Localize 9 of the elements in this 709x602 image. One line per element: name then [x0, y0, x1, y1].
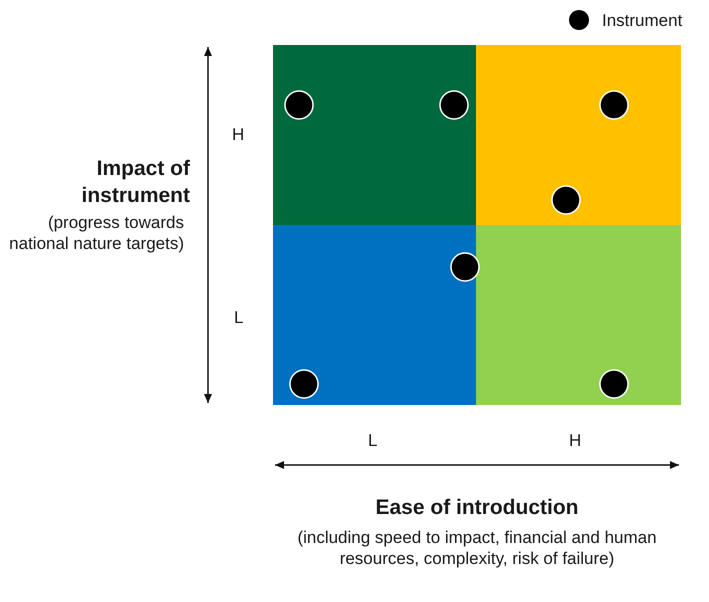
axis-subtitle: (progress towards national nature targets)	[8, 212, 184, 254]
axis-level-label: L	[368, 430, 378, 451]
axis-title: Ease of introduction	[374, 495, 580, 521]
axis-subtitle: (including speed to impact, financial and human resources, complexity, risk of failure)	[296, 527, 658, 569]
axis-level-label: H	[232, 124, 244, 145]
axis-title: Impact of instrument	[80, 156, 190, 209]
axis-level-label: L	[234, 307, 244, 328]
legend-label: Instrument	[602, 10, 682, 31]
axis-level-label: H	[569, 430, 582, 451]
